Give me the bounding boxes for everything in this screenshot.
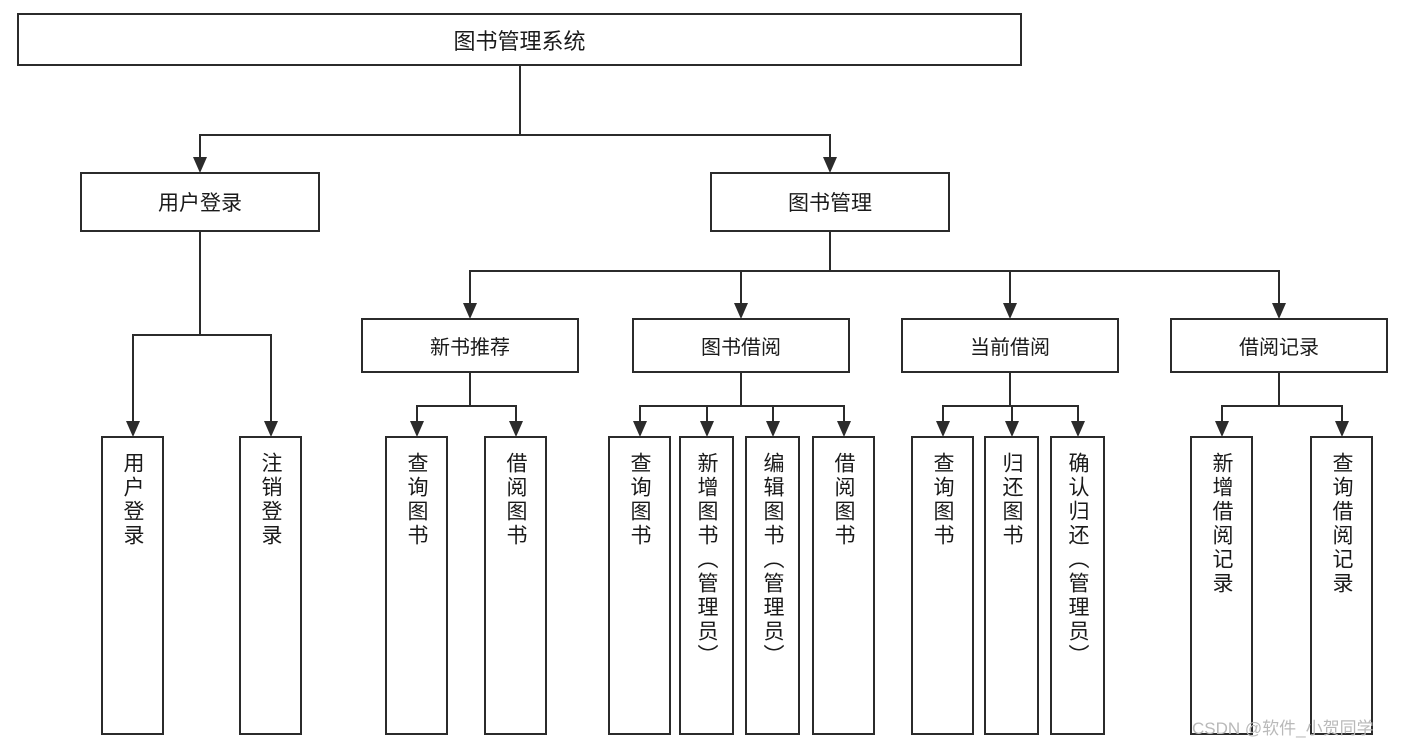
connector-drop xyxy=(514,405,517,421)
node-label: 编辑图书（管理员） xyxy=(761,452,784,668)
arrowhead-icon xyxy=(1004,421,1019,437)
node-label: 注销登录 xyxy=(259,452,282,548)
connector-drop xyxy=(771,405,774,421)
node-current-borrow[interactable]: 当前借阅 xyxy=(901,318,1119,373)
node-label: 新增图书（管理员） xyxy=(695,452,718,668)
arrowhead-icon xyxy=(1214,421,1229,437)
arrowhead-icon xyxy=(1070,421,1085,437)
arrowhead-icon xyxy=(1003,303,1017,319)
arrowhead-icon xyxy=(935,421,950,437)
connector-drop xyxy=(1220,405,1223,421)
connector-drop xyxy=(638,405,641,421)
connector-bus xyxy=(469,270,1280,272)
arrowhead-icon xyxy=(125,421,140,437)
connector-stem xyxy=(1009,373,1011,405)
arrowhead-icon xyxy=(823,157,837,173)
connector-stem xyxy=(1278,373,1280,405)
node-label: 借阅图书 xyxy=(832,452,855,548)
leaf-add-borrow-record[interactable]: 新增借阅记录 xyxy=(1190,436,1253,735)
leaf-logout[interactable]: 注销登录 xyxy=(239,436,302,735)
node-label: 新书推荐 xyxy=(430,337,510,359)
arrowhead-icon xyxy=(1334,421,1349,437)
node-label: 用户登录 xyxy=(121,452,144,548)
leaf-borrow-book-recommend[interactable]: 借阅图书 xyxy=(484,436,547,735)
node-book-borrow[interactable]: 图书借阅 xyxy=(632,318,850,373)
connector-drop xyxy=(740,270,742,303)
connector-drop xyxy=(705,405,708,421)
node-label: 查询图书 xyxy=(628,452,651,548)
connector-drop xyxy=(941,405,944,421)
node-label: 新增借阅记录 xyxy=(1210,452,1233,596)
leaf-query-book-current[interactable]: 查询图书 xyxy=(911,436,974,735)
connector-drop xyxy=(269,334,272,421)
node-label: 借阅图书 xyxy=(504,452,527,548)
connector-drop xyxy=(131,334,134,421)
arrowhead-icon xyxy=(699,421,714,437)
arrowhead-icon xyxy=(193,157,207,173)
node-label: 确认归还（管理员） xyxy=(1066,452,1089,668)
leaf-query-book-borrow[interactable]: 查询图书 xyxy=(608,436,671,735)
node-user-login[interactable]: 用户登录 xyxy=(80,172,320,232)
node-new-book-recommend[interactable]: 新书推荐 xyxy=(361,318,579,373)
connector-drop xyxy=(199,134,201,157)
connector-bus xyxy=(638,405,845,407)
connector-drop xyxy=(1340,405,1343,421)
connector-drop xyxy=(1278,270,1280,303)
connector-drop xyxy=(829,134,831,157)
node-label: 用户登录 xyxy=(158,192,242,215)
arrowhead-icon xyxy=(765,421,780,437)
arrowhead-icon xyxy=(632,421,647,437)
arrowhead-icon xyxy=(463,303,477,319)
connector-drop xyxy=(415,405,418,421)
connector-stem xyxy=(740,373,742,405)
node-label: 图书管理 xyxy=(788,192,872,215)
connector-stem xyxy=(518,66,521,134)
connector-bus xyxy=(131,334,272,336)
arrowhead-icon xyxy=(409,421,424,437)
connector-bus xyxy=(415,405,517,407)
node-label: 归还图书 xyxy=(1000,452,1023,548)
arrowhead-icon xyxy=(836,421,851,437)
arrowhead-icon xyxy=(734,303,748,319)
node-label: 查询借阅记录 xyxy=(1330,452,1353,596)
connector-stem xyxy=(829,232,831,270)
node-borrow-record[interactable]: 借阅记录 xyxy=(1170,318,1388,373)
node-label: 借阅记录 xyxy=(1239,337,1319,359)
connector-bus xyxy=(941,405,1079,407)
leaf-confirm-return-admin[interactable]: 确认归还（管理员） xyxy=(1050,436,1105,735)
connector-drop xyxy=(1076,405,1079,421)
node-label: 查询图书 xyxy=(405,452,428,548)
connector-drop xyxy=(1010,405,1013,421)
node-label: 图书借阅 xyxy=(701,337,781,359)
leaf-borrow-book[interactable]: 借阅图书 xyxy=(812,436,875,735)
leaf-query-borrow-record[interactable]: 查询借阅记录 xyxy=(1310,436,1373,735)
connector-drop xyxy=(469,270,471,303)
connector-bus xyxy=(199,134,831,136)
node-label: 图书管理系统 xyxy=(453,28,586,54)
node-book-management[interactable]: 图书管理 xyxy=(710,172,950,232)
leaf-user-login[interactable]: 用户登录 xyxy=(101,436,164,735)
leaf-query-book-recommend[interactable]: 查询图书 xyxy=(385,436,448,735)
leaf-add-book-admin[interactable]: 新增图书（管理员） xyxy=(679,436,734,735)
connector-stem xyxy=(199,232,201,334)
leaf-edit-book-admin[interactable]: 编辑图书（管理员） xyxy=(745,436,800,735)
node-label: 当前借阅 xyxy=(970,337,1050,359)
csdn-watermark: CSDN @软件_小贺同学 xyxy=(1192,719,1374,738)
node-root-system[interactable]: 图书管理系统 xyxy=(17,13,1022,66)
leaf-return-book[interactable]: 归还图书 xyxy=(984,436,1039,735)
arrowhead-icon xyxy=(1272,303,1286,319)
connector-bus xyxy=(1220,405,1343,407)
connector-drop xyxy=(842,405,845,421)
connector-drop xyxy=(1009,270,1011,303)
connector-stem xyxy=(469,373,471,405)
arrowhead-icon xyxy=(508,421,523,437)
arrowhead-icon xyxy=(263,421,278,437)
node-label: 查询图书 xyxy=(931,452,954,548)
